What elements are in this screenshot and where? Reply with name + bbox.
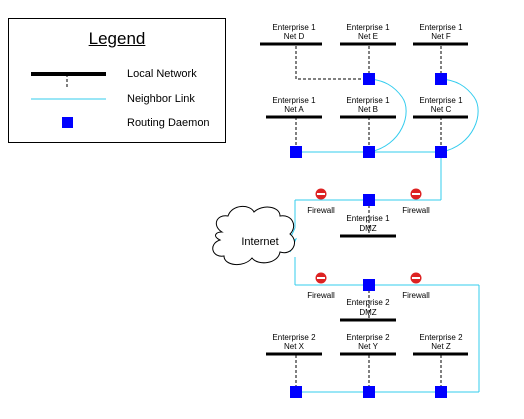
net-f-label-line1: Enterprise 1 bbox=[419, 23, 463, 32]
link-c-f bbox=[440, 78, 479, 153]
firewall-label: Firewall bbox=[307, 206, 335, 215]
daemon-e bbox=[363, 73, 375, 85]
daemon-y bbox=[363, 386, 375, 398]
network-labels: Enterprise 1 Net D Enterprise 1 Net E En… bbox=[272, 23, 463, 351]
net-x-label-line2: Net X bbox=[284, 342, 305, 351]
net-c-label-line2: Net C bbox=[431, 105, 452, 114]
legend-label-neighbor-link: Neighbor Link bbox=[127, 93, 195, 105]
net-b-label-line1: Enterprise 1 bbox=[346, 96, 390, 105]
internet-label: Internet bbox=[241, 236, 278, 248]
legend-label-local-network: Local Network bbox=[127, 68, 197, 80]
daemon-dmz1 bbox=[363, 194, 375, 206]
firewall-icon bbox=[410, 272, 422, 284]
daemon-x bbox=[290, 386, 302, 398]
firewall-label: Firewall bbox=[307, 291, 335, 300]
net-a-label-line1: Enterprise 1 bbox=[272, 96, 316, 105]
daemon-dmz2 bbox=[363, 279, 375, 291]
net-y-label-line2: Net Y bbox=[358, 342, 379, 351]
daemon-b bbox=[363, 146, 375, 158]
net-c-label-line1: Enterprise 1 bbox=[419, 96, 463, 105]
legend: Legend Local Network Neighbor Link Routi… bbox=[8, 18, 226, 143]
network-stubs bbox=[295, 46, 442, 392]
net-b-label-line2: Net B bbox=[358, 105, 378, 114]
net-x-label-line1: Enterprise 2 bbox=[272, 333, 316, 342]
routing-daemons bbox=[290, 73, 447, 398]
daemon-z bbox=[435, 386, 447, 398]
net-z-label-line2: Net Z bbox=[431, 342, 451, 351]
dmz2-label-line2: DMZ bbox=[359, 308, 376, 317]
net-d-label-line1: Enterprise 1 bbox=[272, 23, 316, 32]
legend-label-routing-daemon: Routing Daemon bbox=[127, 117, 210, 129]
daemon-c bbox=[435, 146, 447, 158]
firewalls: Firewall Firewall Firewall Firewall bbox=[307, 188, 430, 300]
dmz2-label-line1: Enterprise 2 bbox=[346, 298, 390, 307]
cloud-icon bbox=[212, 206, 295, 265]
net-z-label-line1: Enterprise 2 bbox=[419, 333, 463, 342]
local-networks bbox=[260, 42, 468, 356]
firewall-label: Firewall bbox=[402, 206, 430, 215]
firewall-icon bbox=[410, 188, 422, 200]
firewall-icon bbox=[315, 188, 327, 200]
net-a-label-line2: Net A bbox=[284, 105, 304, 114]
net-d-label-line2: Net D bbox=[284, 32, 305, 41]
firewall-label: Firewall bbox=[402, 291, 430, 300]
net-y-label-line1: Enterprise 2 bbox=[346, 333, 390, 342]
dmz1-label-line1: Enterprise 1 bbox=[346, 214, 390, 223]
legend-title: Legend bbox=[88, 29, 146, 48]
link-d-e-dashed bbox=[295, 46, 369, 80]
firewall-icon bbox=[315, 272, 327, 284]
net-f-label-line2: Net F bbox=[431, 32, 451, 41]
link-b-e bbox=[368, 78, 407, 153]
neighbor-links bbox=[286, 78, 480, 393]
legend-routing-daemon-symbol bbox=[62, 117, 73, 128]
daemon-a bbox=[290, 146, 302, 158]
legend-symbols bbox=[31, 72, 106, 128]
daemon-f bbox=[435, 73, 447, 85]
net-e-label-line2: Net E bbox=[358, 32, 378, 41]
dmz1-label-line2: DMZ bbox=[359, 224, 376, 233]
net-e-label-line1: Enterprise 1 bbox=[346, 23, 390, 32]
internet-cloud: Internet bbox=[212, 206, 295, 265]
